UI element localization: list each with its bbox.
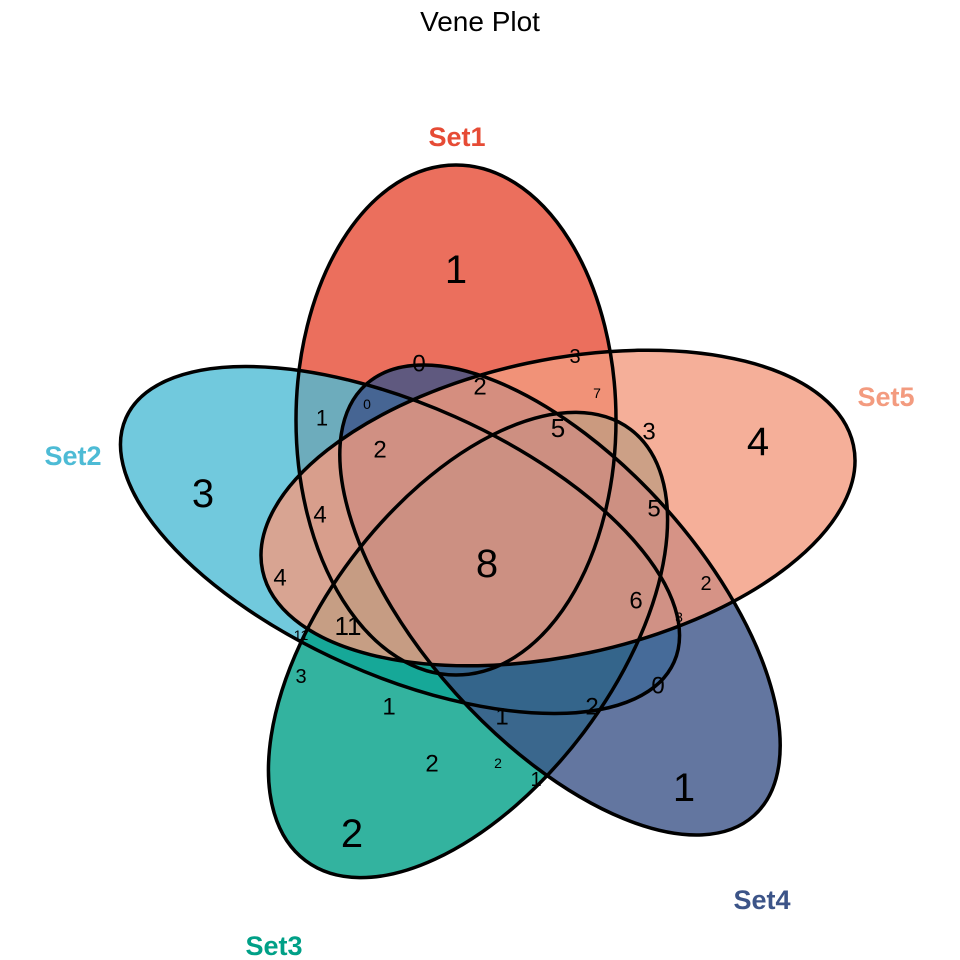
region-count: 0 (363, 396, 371, 412)
set-label-set1: Set1 (428, 122, 485, 152)
region-count: 3 (569, 346, 580, 368)
region-count: 0 (651, 673, 664, 700)
region-count: 1 (316, 406, 328, 431)
region-count: 2 (700, 573, 711, 595)
set-set4-outline (338, 363, 782, 837)
region-count: 2 (494, 755, 502, 771)
region-count: 1 (530, 769, 541, 791)
set-set5-outline (259, 348, 857, 668)
region-count: 2 (425, 751, 438, 778)
region-count: 8 (476, 542, 498, 586)
chart-title: Vene Plot (420, 6, 540, 37)
region-count: 5 (647, 496, 660, 523)
region-count: 3 (642, 419, 655, 446)
region-count: 3 (192, 472, 214, 516)
region-count: 2 (473, 374, 486, 401)
region-count: 5 (551, 413, 565, 443)
set-label-set5: Set5 (857, 382, 914, 412)
region-count: 4 (747, 420, 769, 464)
set-label-set2: Set2 (44, 441, 101, 471)
set-label-set4: Set4 (733, 885, 790, 915)
region-count: 4 (273, 565, 286, 592)
set-label-set3: Set3 (245, 931, 302, 960)
region-count: 0 (412, 351, 425, 378)
region-count: 2 (341, 812, 363, 856)
set-set3-outline (266, 410, 670, 880)
region-count: 2 (373, 437, 386, 464)
region-count: 1 (445, 248, 467, 292)
region-count: 3 (295, 666, 306, 688)
region-count: 11 (335, 611, 362, 641)
region-count: 4 (313, 502, 326, 529)
region-count: 1 (495, 704, 508, 731)
set-set2-outline (118, 364, 682, 716)
region-count: 3 (675, 609, 683, 625)
region-count: 7 (593, 385, 601, 401)
region-count: 1 (382, 694, 395, 721)
set-set5-ellipse (261, 350, 855, 666)
region-count: 2 (585, 694, 598, 721)
region-count: 6 (629, 588, 642, 615)
region-count: 1 (673, 766, 695, 810)
region-count: 11 (294, 627, 309, 643)
